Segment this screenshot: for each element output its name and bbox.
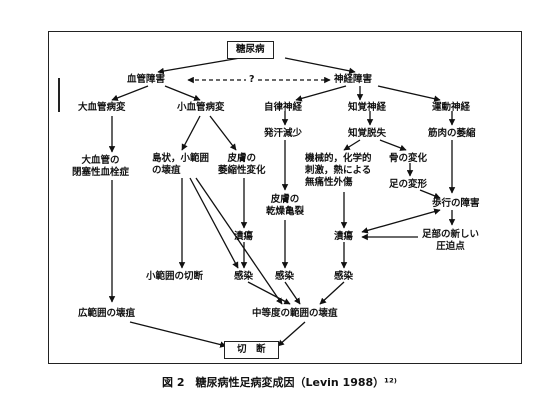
node-bone-change: 骨の変化 (389, 153, 428, 164)
node-muscle-atrophy: 筋肉の萎縮 (428, 128, 476, 139)
arrow-small-atrophy (209, 115, 237, 151)
node-small-vessel: 小血管病変 (177, 102, 225, 113)
node-gait-disorder: 歩行の障害 (432, 198, 480, 209)
node-dry-skin-fissure: 皮膚の 乾燥亀裂 (266, 194, 305, 217)
arrow-patchy-moderate (195, 177, 283, 305)
node-large-vessel: 大血管病変 (78, 102, 126, 113)
arrow-dm-neural (284, 57, 356, 75)
arrow-neural-motor (377, 85, 441, 102)
arrow-neural-autonomic (295, 85, 347, 102)
node-vascular-disorder: 血管障害 (127, 74, 166, 85)
node-ulcer-2: 潰瘍 (334, 231, 354, 242)
arrow-dm-vascular (157, 57, 241, 75)
arrow-ulcer-gait (361, 208, 441, 234)
node-foot-deformity: 足の変形 (389, 179, 428, 190)
arrow-loss-bone (379, 139, 407, 151)
node-infection-3: 感染 (334, 271, 354, 282)
node-minor-amputation: 小範囲の切断 (146, 271, 204, 282)
arrow-patchy-infection (189, 177, 239, 269)
arrow-infection3-moderate (319, 281, 345, 305)
node-reduced-sweating: 発汗減少 (264, 128, 303, 139)
node-amputation: 切 断 (224, 341, 279, 359)
node-patchy-gangrene: 島状，小範囲 の壊疽 (152, 153, 210, 176)
node-unknown-link: ? (246, 74, 258, 86)
node-motor-nerve: 運動神経 (432, 102, 471, 113)
arrow-infection1-moderate (247, 281, 291, 305)
arrow-vascular-small (164, 85, 201, 101)
node-ulcer-1: 潰瘍 (234, 231, 254, 242)
node-large-vessel-thrombosis: 大血管の 閉塞性血栓症 (72, 155, 130, 178)
arrow-extensive-amputation (129, 321, 227, 348)
node-new-pressure-points: 足部の新しい 圧迫点 (422, 229, 480, 252)
node-infection-2: 感染 (275, 271, 295, 282)
margin-bar (58, 78, 60, 112)
arrow-loss-trauma (343, 139, 361, 151)
node-moderate-gangrene: 中等度の範囲の壊疽 (252, 308, 338, 319)
node-extensive-gangrene: 広範囲の壊疽 (78, 308, 136, 319)
arrow-deform-gait (419, 189, 441, 199)
arrow-vascular-large (111, 85, 149, 101)
node-sensory-nerve: 知覚神経 (348, 102, 387, 113)
node-painless-trauma: 機械的，化学的 刺激，熱による 無痛性外傷 (305, 153, 372, 188)
figure-caption: 図 2 糖尿病性足病変成因（Levin 1988）¹²⁾ (162, 376, 397, 389)
arrow-small-patchy (181, 115, 201, 151)
node-neural-disorder: 神経障害 (334, 74, 373, 85)
diagram-frame (48, 31, 522, 364)
node-skin-atrophy: 皮膚の 萎縮性変化 (218, 153, 266, 176)
arrow-infection2-moderate (284, 281, 301, 305)
node-diabetes: 糖尿病 (227, 41, 274, 59)
node-sensory-loss: 知覚脱失 (348, 128, 387, 139)
node-autonomic-nerve: 自律神経 (264, 102, 303, 113)
node-infection-1: 感染 (234, 271, 254, 282)
arrow-moderate-amputation (277, 321, 306, 347)
